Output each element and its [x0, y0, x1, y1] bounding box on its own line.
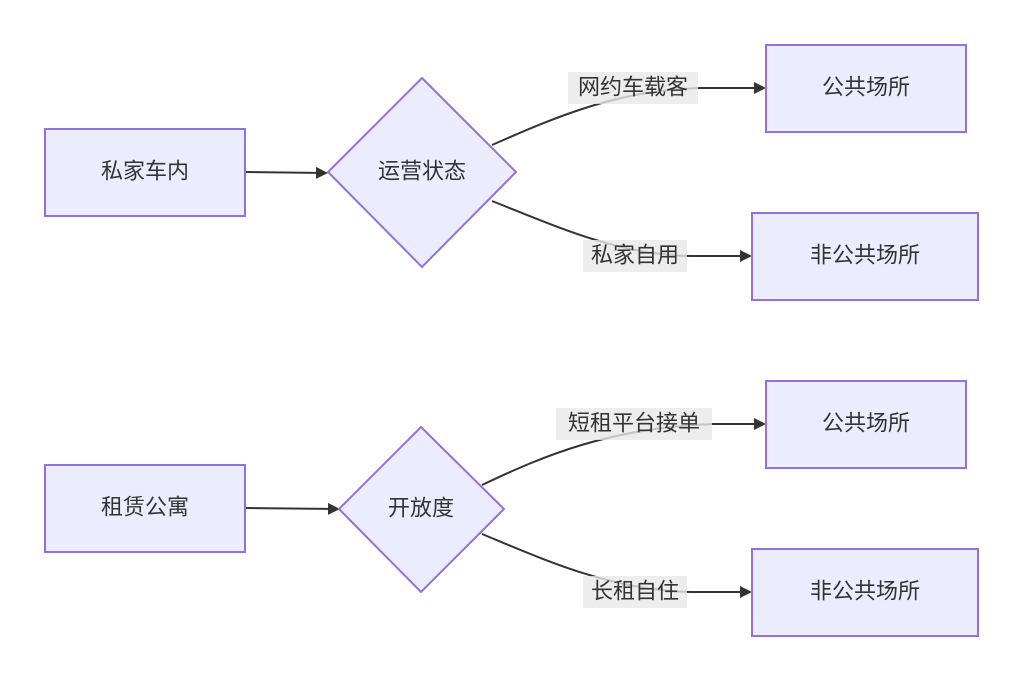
decision-node-1 [326, 76, 518, 269]
target-node-bottom-2-label: 非公共场所 [810, 580, 920, 605]
decision-node-2-label: 开放度 [388, 497, 454, 522]
edge-source-to-decision-2 [245, 502, 340, 515]
target-node-bottom-1-label: 非公共场所 [810, 244, 920, 269]
edge-label-top-2: 短租平台接单 [568, 412, 700, 437]
target-node-bottom-2 [751, 548, 979, 637]
source-node-1 [44, 128, 246, 217]
edge-label-bottom-2: 长租自住 [591, 580, 679, 605]
target-node-bottom-1 [751, 212, 979, 301]
source-node-1-label: 私家车内 [101, 160, 189, 185]
edge-label-top-1: 网约车载客 [578, 76, 688, 101]
target-node-top-1 [765, 44, 967, 133]
edge-label-bottom-1: 私家自用 [591, 244, 679, 269]
source-node-2 [44, 464, 246, 553]
decision-node-2 [337, 425, 506, 594]
target-node-top-1-label: 公共场所 [822, 76, 910, 101]
target-node-top-2 [765, 380, 967, 469]
edge-source-to-decision-1 [245, 166, 328, 179]
edge-label-bg-top-1 [568, 72, 698, 104]
target-node-top-2-label: 公共场所 [822, 412, 910, 437]
edge-label-bg-bottom-2 [583, 576, 687, 608]
decision-node-1-label: 运营状态 [378, 160, 466, 185]
source-node-2-label: 租赁公寓 [101, 496, 189, 521]
edge-label-bg-top-2 [556, 408, 712, 440]
edge-label-bg-bottom-1 [583, 240, 687, 272]
